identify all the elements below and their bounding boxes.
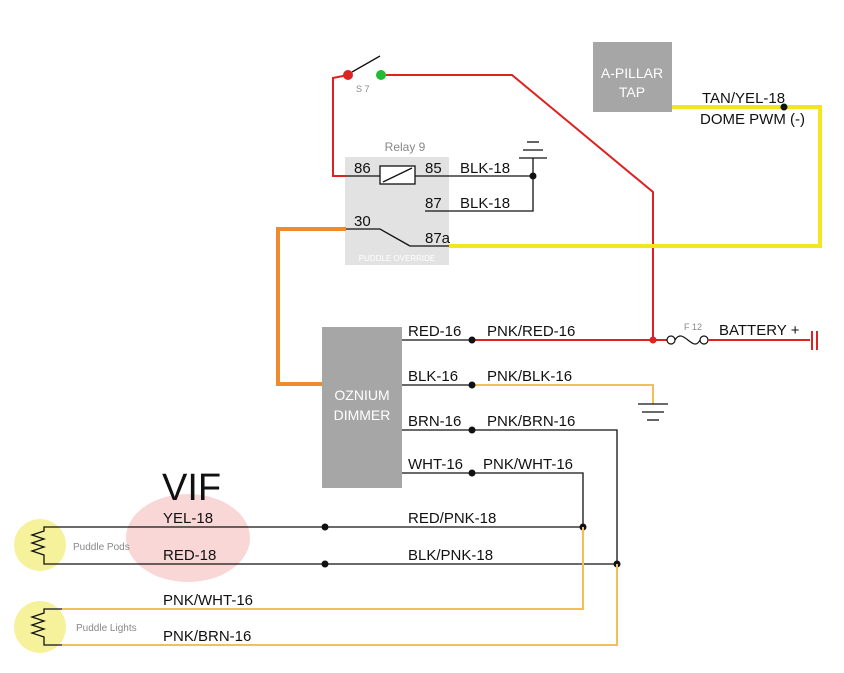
relay-pin-87: 87 <box>425 195 442 212</box>
wire-pnkbrn16 <box>472 429 618 564</box>
battery-label: BATTERY + <box>719 322 800 339</box>
wire-pnkwht16 <box>472 472 584 527</box>
switch-contact-red <box>343 70 353 80</box>
label-wht16: WHT-16 <box>408 456 463 473</box>
vif-label: VIF <box>162 467 221 509</box>
a-pillar-tap-box <box>593 42 672 112</box>
a-pillar-line2: TAP <box>619 84 645 100</box>
puddle-pods-filament <box>29 526 62 565</box>
wire-pnkblk16 <box>472 384 654 404</box>
label-pnkbrn16: PNK/BRN-16 <box>487 413 575 430</box>
label-tanyel18: TAN/YEL-18 <box>702 90 785 107</box>
junction-red18 <box>321 560 329 568</box>
relay-pin-85: 85 <box>425 160 442 177</box>
relay-subtitle: PUDDLE OVERRIDE <box>359 254 435 263</box>
fuse-terminal-right <box>699 335 709 345</box>
label-pnkblk16: PNK/BLK-16 <box>487 368 572 385</box>
oznium-dimmer-box <box>322 327 402 488</box>
label-dome-pwm: DOME PWM (-) <box>700 111 805 128</box>
junction-blk16 <box>468 381 476 389</box>
puddle-pods-label: Puddle Pods <box>73 542 130 553</box>
label-blk18-b: BLK-18 <box>460 195 510 212</box>
red-wire-switch-to-battery <box>386 74 654 340</box>
relay-pin-87a: 87a <box>425 230 451 247</box>
relay-pin-30: 30 <box>354 213 371 230</box>
switch-lever <box>351 55 381 73</box>
label-blk18-a: BLK-18 <box>460 160 510 177</box>
relay-coil-diag <box>382 167 413 183</box>
vif-highlight <box>126 494 250 582</box>
yellow-wire-dome-pwm <box>449 105 822 248</box>
label-pnkbrn16-b: PNK/BRN-16 <box>163 628 251 645</box>
fuse-label: F 12 <box>684 322 702 332</box>
label-pnkwht16: PNK/WHT-16 <box>483 456 573 473</box>
junction-ground-relay <box>529 172 537 180</box>
fuse-element <box>674 335 701 345</box>
relay-switch-arm <box>379 228 411 247</box>
junction-tap <box>780 103 788 111</box>
relay-pin-86: 86 <box>354 160 371 177</box>
junction-red-merge <box>649 336 657 344</box>
switch-label: S 7 <box>356 84 370 94</box>
label-blkpnk18: BLK/PNK-18 <box>408 547 493 564</box>
dimmer-line1: OZNIUM <box>334 387 389 403</box>
junction-wht16 <box>468 469 476 477</box>
junction-yel18 <box>321 523 329 531</box>
label-pnkred16: PNK/RED-16 <box>487 323 575 340</box>
wire-lights-bottom <box>62 564 618 646</box>
fuse-terminal-left <box>666 335 676 345</box>
label-pnkwht16-b: PNK/WHT-16 <box>163 592 253 609</box>
relay-title: Relay 9 <box>385 140 426 154</box>
switch-contact-green <box>376 70 386 80</box>
label-red16: RED-16 <box>408 323 461 340</box>
dimmer-line2: DIMMER <box>334 407 391 423</box>
orange-wire-30-to-dimmer <box>276 227 346 386</box>
blk-wire-87 <box>449 176 534 212</box>
junction-brn16 <box>468 426 476 434</box>
label-redpnk18: RED/PNK-18 <box>408 510 496 527</box>
a-pillar-line1: A-PILLAR <box>601 65 663 81</box>
puddle-lights-label: Puddle Lights <box>76 623 137 634</box>
label-red18: RED-18 <box>163 547 216 564</box>
label-yel18: YEL-18 <box>163 510 213 527</box>
junction-red16 <box>468 336 476 344</box>
label-blk16: BLK-16 <box>408 368 458 385</box>
wire-lights-top <box>62 527 584 610</box>
red-wire-86-to-switch <box>332 74 349 177</box>
puddle-lights-filament <box>29 608 62 646</box>
label-brn16: BRN-16 <box>408 413 461 430</box>
